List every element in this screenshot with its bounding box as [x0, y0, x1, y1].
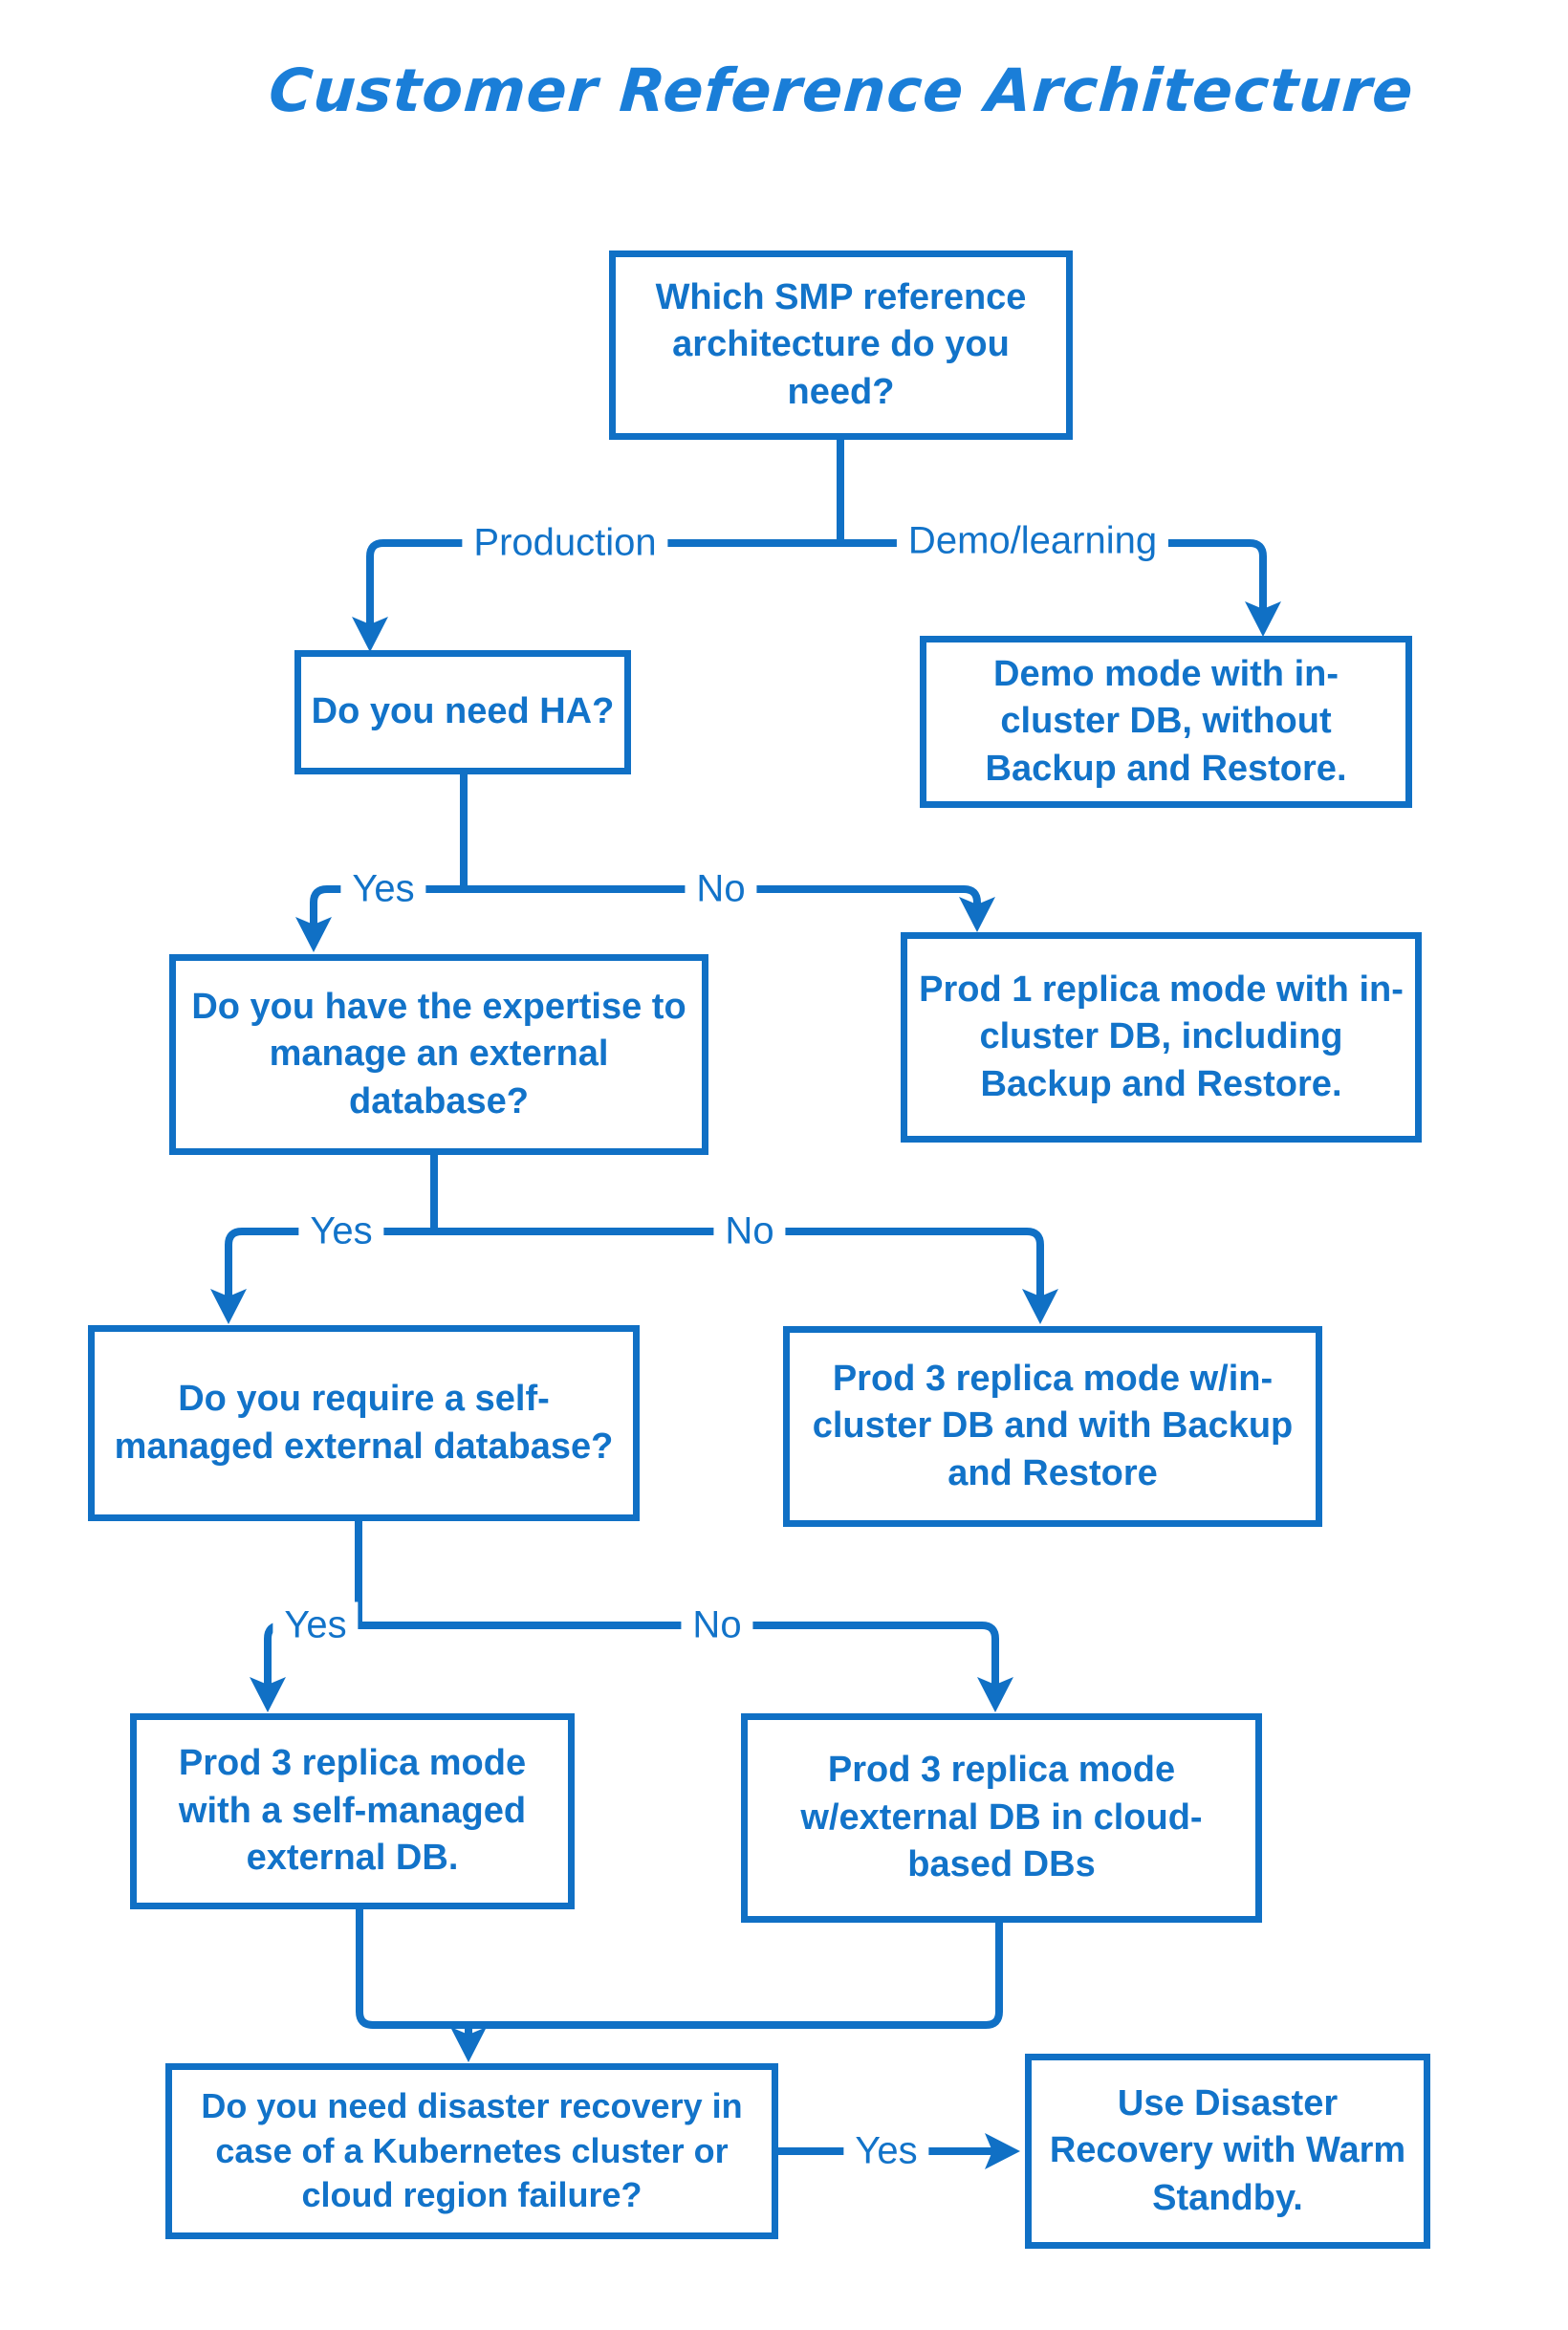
arrowhead-demo-icon: [1245, 601, 1281, 637]
arrowhead-ha-yes-icon: [295, 917, 332, 952]
node-prod1-incluster-text: Prod 1 replica mode with in-cluster DB, …: [919, 969, 1404, 1104]
edge-split2: [310, 885, 981, 932]
node-prod3-incluster: Prod 3 replica mode w/in-cluster DB and …: [783, 1326, 1322, 1527]
node-require-selfmanaged-db: Do you require a self-managed external d…: [88, 1325, 640, 1521]
node-disaster-recovery-question-text: Do you need disaster recovery in case of…: [201, 2085, 743, 2215]
edge-split1: [366, 539, 1267, 632]
node-which-smp-reference: Which SMP reference architecture do you …: [609, 250, 1073, 440]
arrowhead-expertise-no-icon: [1022, 1289, 1058, 1324]
node-expertise-external-db-text: Do you have the expertise to manage an e…: [191, 986, 686, 1121]
node-prod3-cloud: Prod 3 replica mode w/external DB in clo…: [741, 1713, 1262, 1923]
arrowhead-disaster-yes-icon: [985, 2133, 1020, 2169]
edge-split4: [264, 1622, 999, 1692]
edge-label-production: Production: [462, 519, 668, 567]
edge-merge: [356, 1905, 1003, 2029]
node-prod3-selfmanaged-text: Prod 3 replica mode with a self-managed …: [178, 1743, 527, 1879]
edge-label-yes-2: Yes: [298, 1208, 384, 1255]
node-prod3-incluster-text: Prod 3 replica mode w/in-cluster DB and …: [812, 1358, 1294, 1493]
node-require-selfmanaged-db-text: Do you require a self-managed external d…: [114, 1379, 614, 1467]
edge-label-yes-4: Yes: [843, 2127, 929, 2175]
arrowhead-ha-no-icon: [959, 897, 995, 932]
arrowhead-selfmanaged-no-icon: [977, 1677, 1013, 1712]
node-demo-mode: Demo mode with in-cluster DB, without Ba…: [920, 636, 1412, 808]
edge-label-yes-3: Yes: [272, 1601, 359, 1649]
node-demo-mode-text: Demo mode with in-cluster DB, without Ba…: [985, 653, 1347, 789]
node-which-smp-reference-text: Which SMP reference architecture do you …: [655, 276, 1027, 412]
edge-split3: [225, 1228, 1044, 1304]
node-disaster-recovery-question: Do you need disaster recovery in case of…: [165, 2063, 778, 2239]
edge-label-no-2: No: [713, 1208, 786, 1255]
arrowhead-expertise-yes-icon: [210, 1289, 247, 1324]
node-expertise-external-db: Do you have the expertise to manage an e…: [169, 954, 708, 1155]
arrowhead-selfmanaged-yes-icon: [250, 1677, 286, 1712]
edge-label-no-1: No: [685, 865, 757, 913]
node-need-ha-text: Do you need HA?: [311, 691, 615, 732]
edge-label-yes-1: Yes: [340, 865, 426, 913]
node-prod1-incluster: Prod 1 replica mode with in-cluster DB, …: [901, 932, 1422, 1143]
arrowhead-merge-icon: [450, 2027, 487, 2062]
node-need-ha: Do you need HA?: [294, 650, 631, 774]
edge-label-demo-learning: Demo/learning: [896, 517, 1169, 565]
node-prod3-cloud-text: Prod 3 replica mode w/external DB in clo…: [800, 1750, 1203, 1885]
edge-label-no-3: No: [681, 1601, 753, 1649]
node-warm-standby-text: Use Disaster Recovery with Warm Standby.: [1049, 2082, 1406, 2218]
node-warm-standby: Use Disaster Recovery with Warm Standby.: [1025, 2054, 1430, 2249]
arrowhead-production-icon: [352, 617, 388, 652]
node-prod3-selfmanaged: Prod 3 replica mode with a self-managed …: [130, 1713, 575, 1909]
